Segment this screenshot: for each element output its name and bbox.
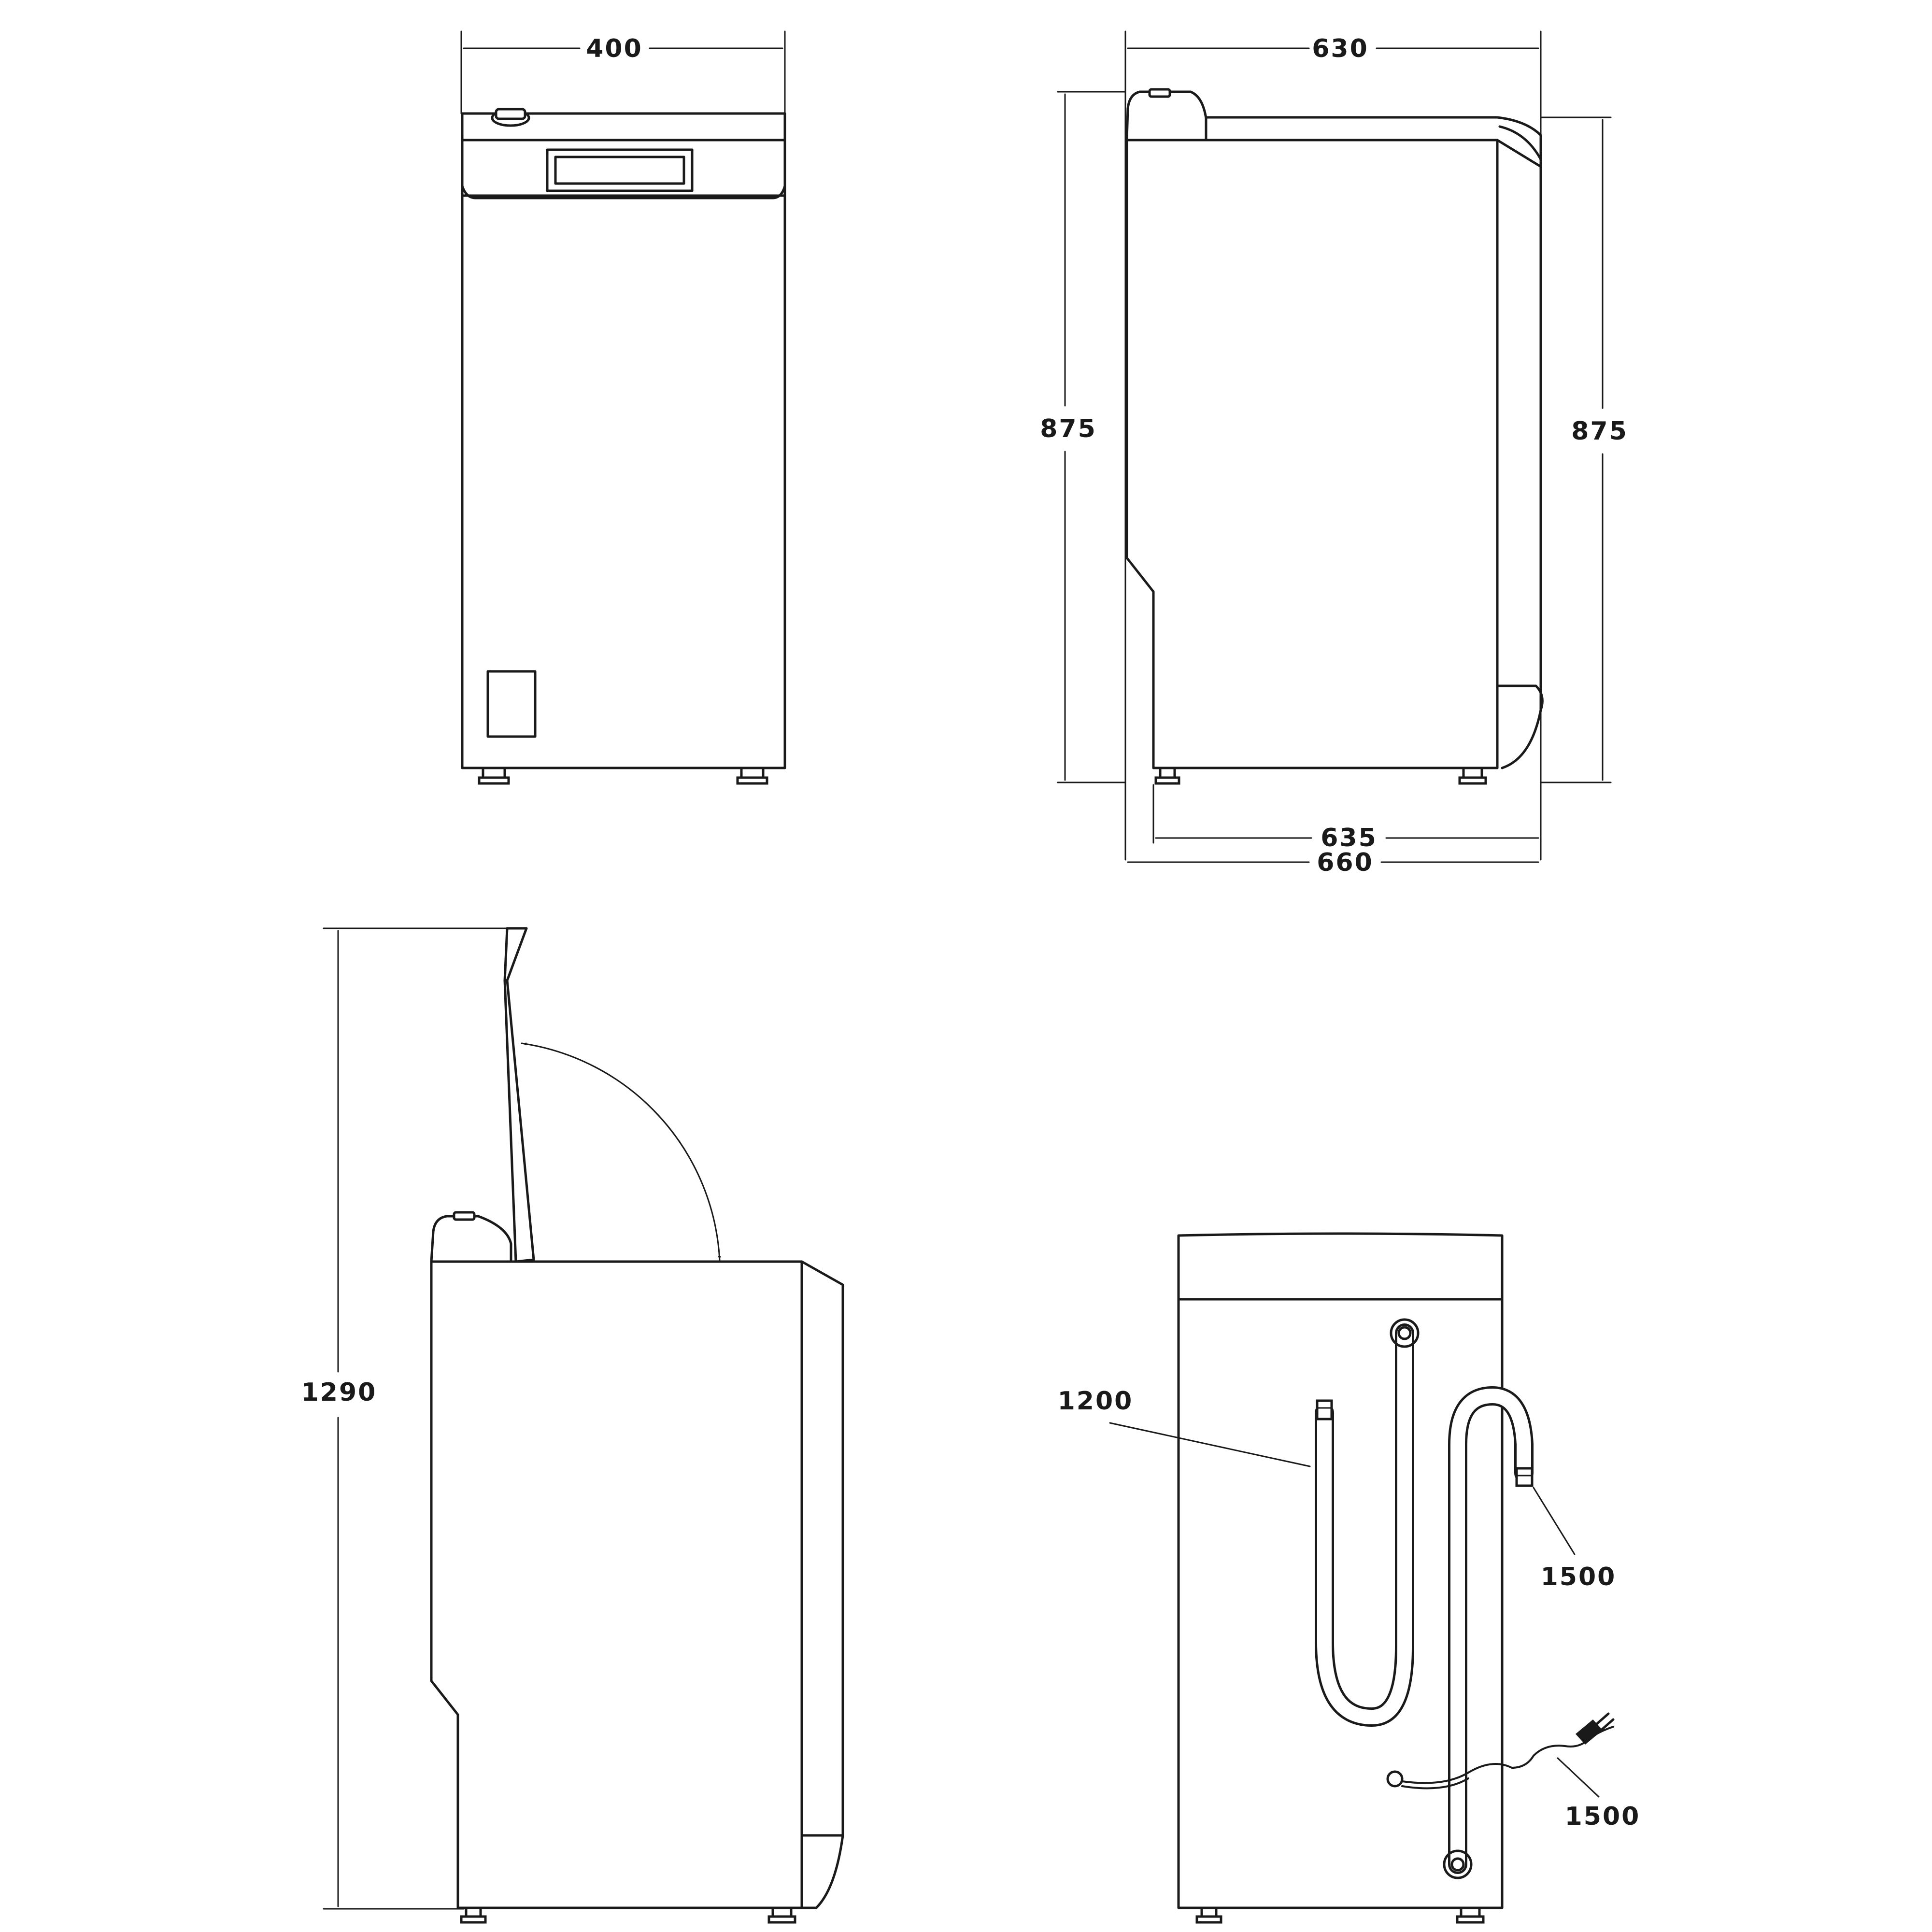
open-lid: [503, 927, 535, 1263]
inlet-hose-length-label: 1200: [1058, 1387, 1134, 1416]
lid-handle: [546, 148, 694, 192]
lid-open-height-label: 1290: [301, 1378, 377, 1407]
drain-hose: [1443, 1386, 1534, 1879]
side-top-depth-label: 630: [1312, 34, 1369, 63]
plug-icon: [1576, 1719, 1603, 1745]
side-total-depth-label: 660: [1317, 848, 1374, 877]
lid-swing-arc: [521, 1042, 721, 1262]
rear-view: 1200 1500 1500: [1058, 1232, 1641, 1924]
inlet-hose: [1315, 1318, 1420, 1727]
drain-hose-length-label: 1500: [1541, 1563, 1617, 1591]
side-bottom-depth-label: 635: [1321, 824, 1378, 852]
open-lid-view: 1290: [301, 927, 844, 1924]
service-panel: [486, 670, 537, 738]
side-height-right-label: 875: [1571, 417, 1628, 446]
power-cord: [1386, 1712, 1615, 1790]
front-view: 400: [460, 30, 786, 785]
side-view: 630 875 875 635 660: [1040, 30, 1628, 877]
power-cord-length-label: 1500: [1565, 1802, 1641, 1831]
side-height-left-label: 875: [1040, 414, 1097, 443]
front-width-label: 400: [586, 34, 643, 63]
